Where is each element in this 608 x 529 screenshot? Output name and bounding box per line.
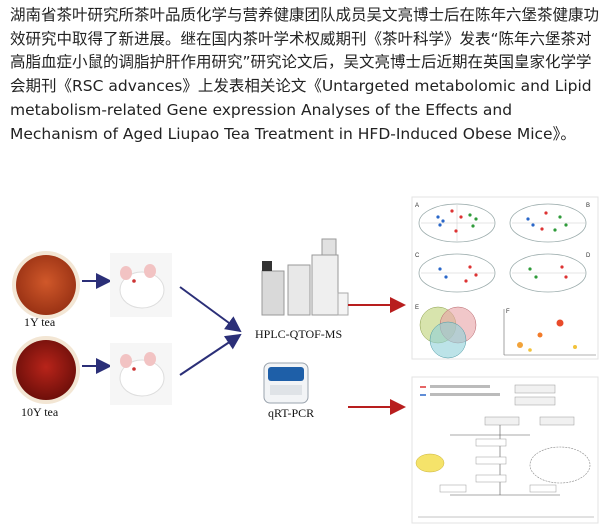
panel-c-plot: C — [415, 253, 496, 293]
panel-b-plot: B — [509, 203, 590, 243]
arrow-mouse2-to-analysis — [179, 333, 242, 376]
tea-10y-label: 10Y tea — [21, 405, 59, 419]
tea-1y-label: 1Y tea — [24, 315, 56, 329]
panel-d-plot: D — [509, 253, 591, 293]
hplc-label: HPLC-QTOF-MS — [255, 327, 342, 341]
panel-letter-d: D — [586, 253, 591, 259]
pathway-diagram-panel — [411, 376, 599, 524]
pcr-label: qRT-PCR — [268, 406, 314, 420]
panel-letter-b: B — [586, 203, 590, 209]
arrow-mouse1-to-analysis — [179, 286, 242, 333]
graphical-abstract: 1Y tea 10Y tea HPLC-QTOF-MS qRT-PCR — [0, 195, 608, 525]
panel-letter-a: A — [415, 203, 419, 209]
mouse-image-2 — [110, 343, 172, 405]
pcr-machine-image — [263, 362, 309, 404]
panel-letter-c: C — [415, 253, 420, 259]
mouse-image-1 — [110, 253, 172, 317]
tea-1y-image — [12, 251, 80, 319]
panel-letter-e: E — [415, 305, 419, 311]
metabolomics-results-panel: A B C D — [411, 196, 599, 360]
panel-letter-f: F — [506, 309, 510, 315]
panel-f-plot: F — [503, 309, 596, 356]
hplc-instrument-image — [261, 238, 349, 316]
panel-a-plot: A — [414, 201, 500, 245]
panel-e-venn: E — [415, 305, 477, 359]
tea-10y-image — [12, 336, 80, 404]
article-paragraph: 湖南省茶叶研究所茶叶品质化学与营养健康团队成员吴文亮博士后在陈年六堡茶健康功效研… — [10, 6, 600, 143]
